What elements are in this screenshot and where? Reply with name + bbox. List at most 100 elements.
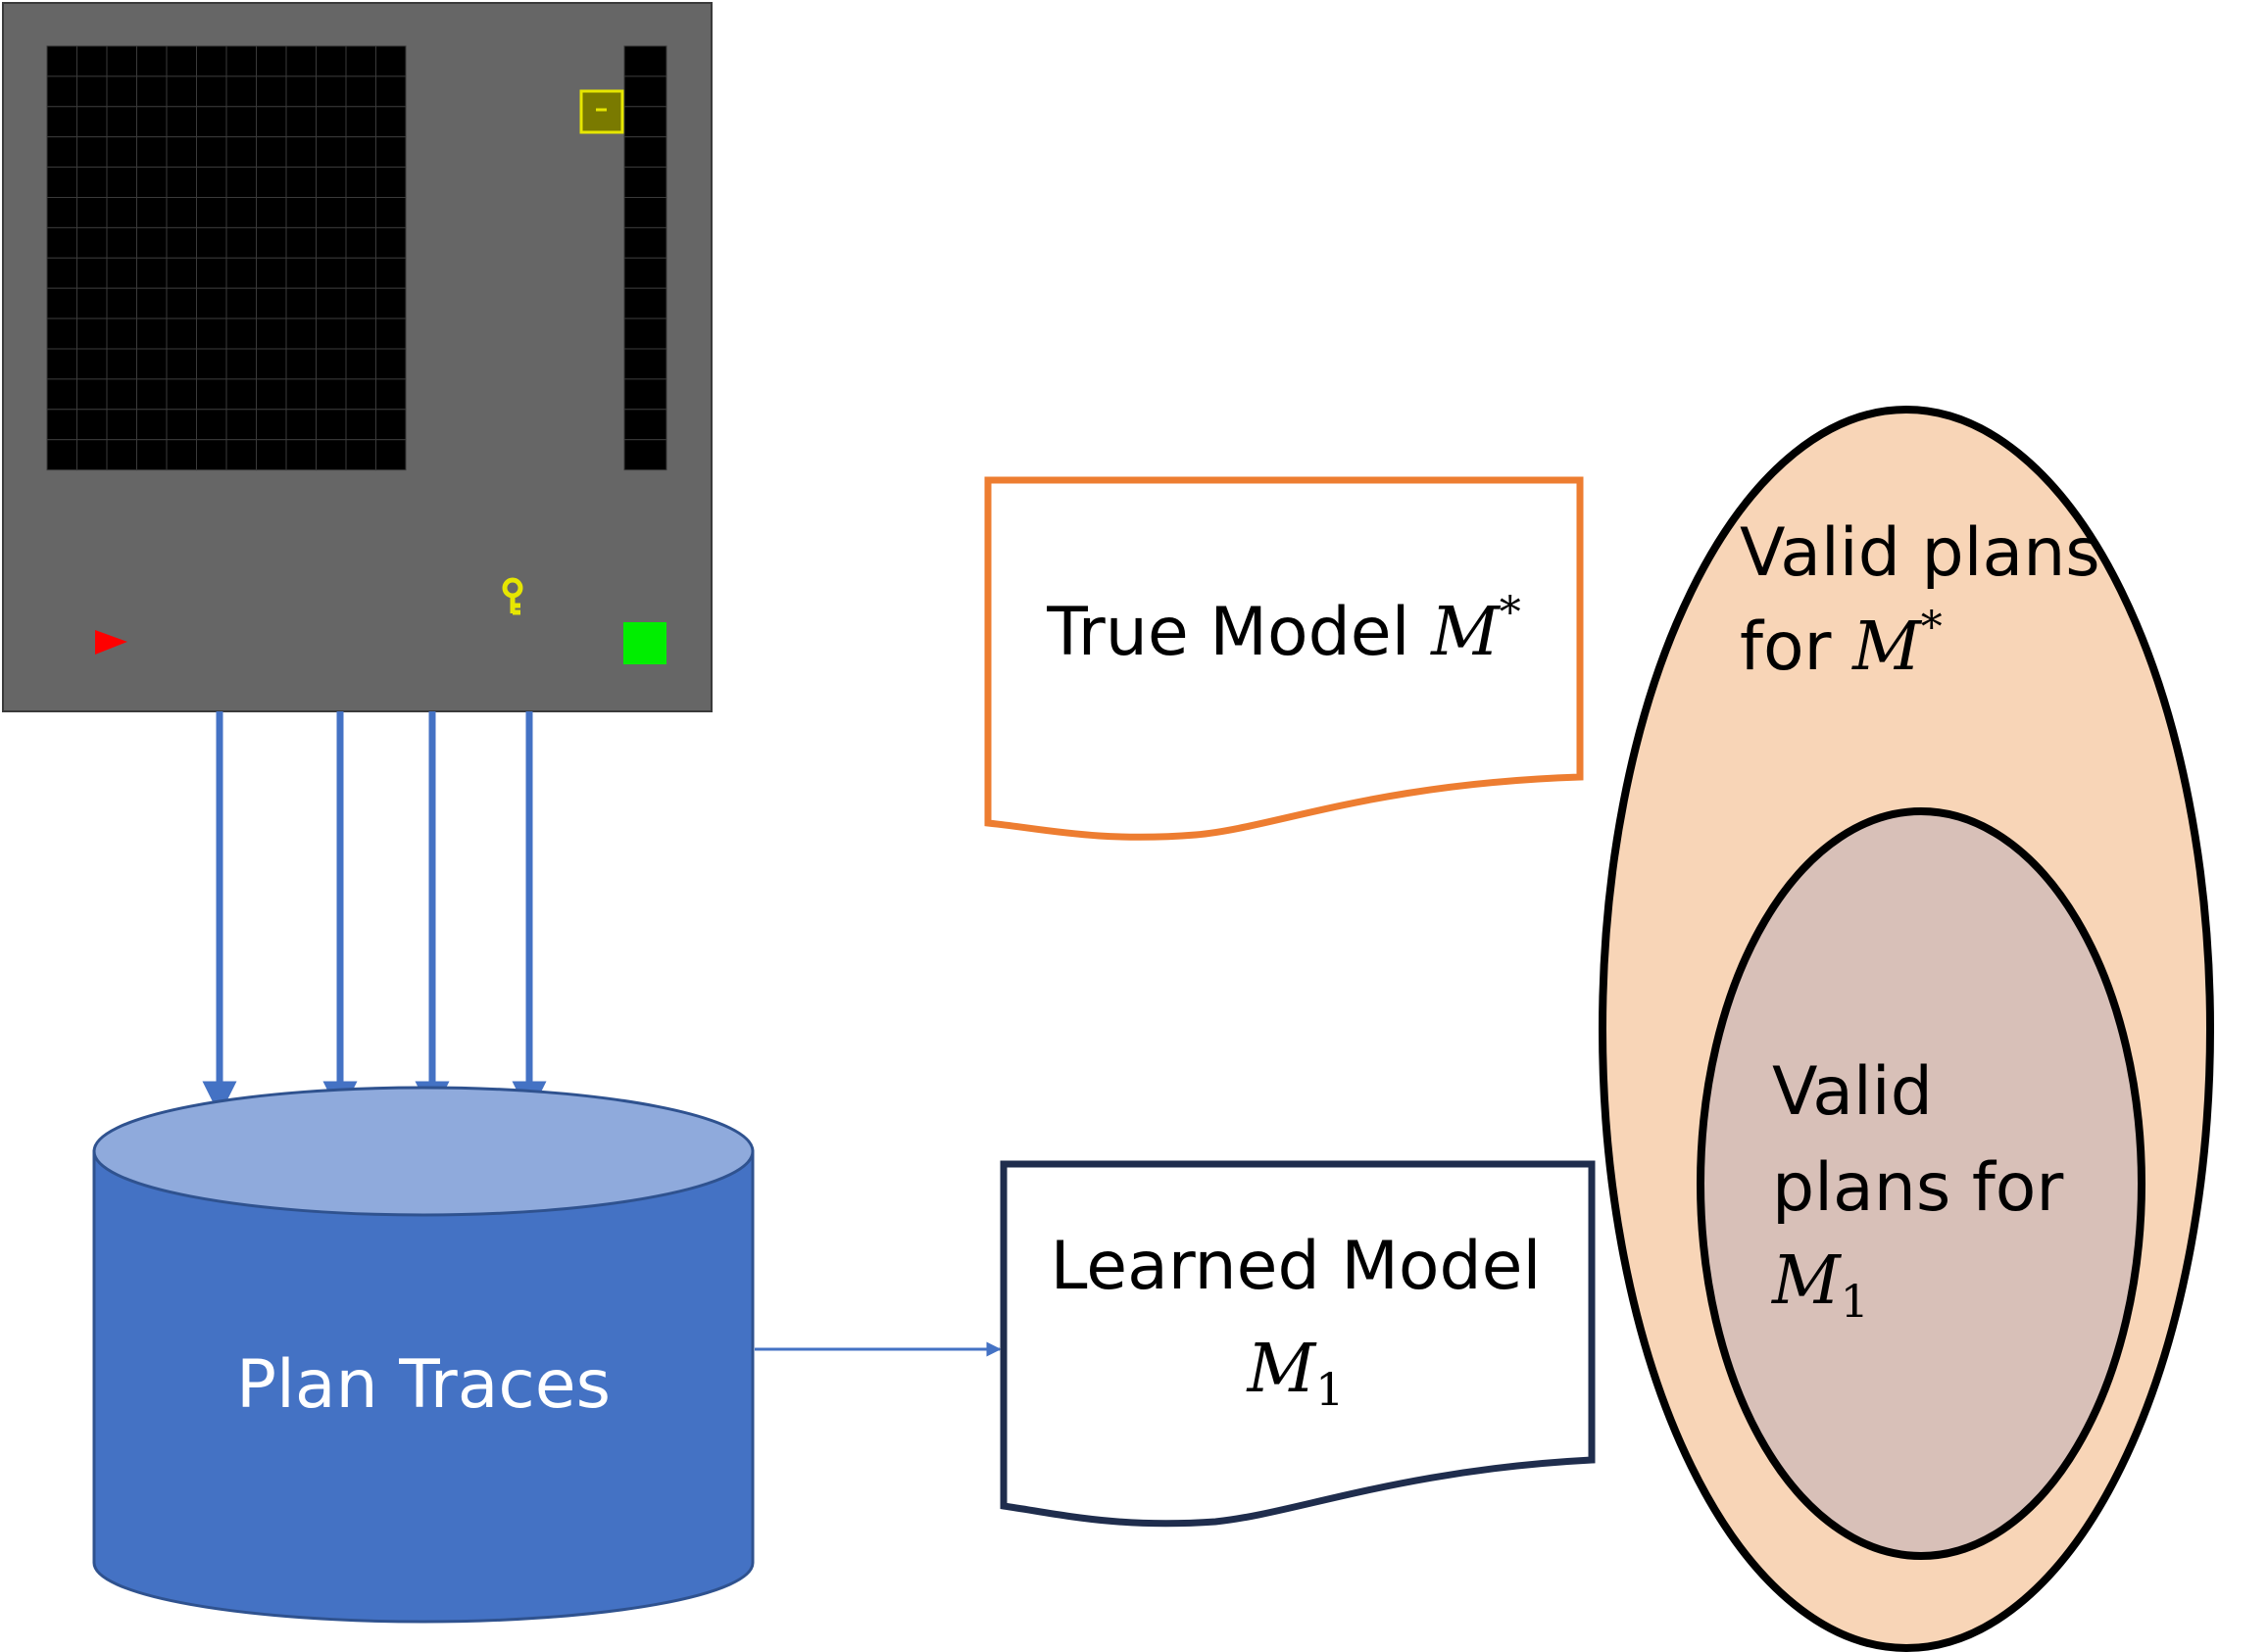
floor-cell — [196, 75, 227, 108]
floor-cell — [166, 439, 197, 471]
floor-cell — [196, 409, 227, 441]
inner-set-line2: plans for — [1772, 1149, 2063, 1227]
floor-cell — [46, 45, 77, 77]
floor-cell — [316, 409, 347, 441]
floor-cell — [285, 287, 317, 319]
floor-cell — [256, 45, 287, 77]
floor-cell — [166, 348, 197, 380]
floor-cell — [375, 348, 407, 380]
floor-cell — [136, 348, 168, 380]
inner-set-valid-plans-learned — [1697, 807, 2145, 1560]
database-label: Plan Traces — [236, 1346, 611, 1424]
floor-cell — [316, 197, 347, 228]
floor-cell — [316, 167, 347, 199]
floor-cell — [46, 439, 77, 471]
floor-cell — [345, 197, 376, 228]
floor-cell — [345, 136, 376, 169]
floor-cell — [196, 348, 227, 380]
floor-cell — [316, 226, 347, 259]
true-model-label: True Model M* — [1046, 588, 1520, 671]
floor-cell — [136, 439, 168, 471]
floor-cell — [76, 409, 108, 441]
floor-cell — [256, 287, 287, 319]
learned-model-line1: Learned Model — [1051, 1228, 1542, 1305]
floor-cell — [285, 378, 317, 411]
floor-cell — [106, 317, 137, 350]
floor-cell — [76, 226, 108, 259]
floor-cell — [106, 226, 137, 259]
floor-cell — [225, 378, 257, 411]
floor-cell — [316, 257, 347, 289]
floor-cell — [285, 348, 317, 380]
floor-cell — [375, 257, 407, 289]
floor-cell — [256, 75, 287, 108]
floor-cell — [375, 439, 407, 471]
floor-cell — [345, 287, 376, 319]
floor-cell — [196, 317, 227, 350]
floor-cell — [46, 317, 77, 350]
grid-world — [2, 2, 713, 712]
floor-cell — [375, 197, 407, 228]
corridor-cell — [623, 197, 667, 228]
floor-cell — [345, 409, 376, 441]
floor-cell — [345, 348, 376, 380]
floor-cell — [76, 317, 108, 350]
floor-cell — [285, 226, 317, 259]
floor-cell — [46, 378, 77, 411]
floor-cell — [106, 197, 137, 228]
corridor-cell — [623, 257, 667, 289]
floor-cell — [375, 226, 407, 259]
learned-model-document: Learned Model M1 — [1000, 1160, 1596, 1528]
floor-cell — [76, 257, 108, 289]
floor-cell — [285, 136, 317, 169]
inner-set-line1: Valid — [1772, 1053, 1933, 1131]
floor-cell — [375, 167, 407, 199]
floor-cell — [166, 75, 197, 108]
floor-cell — [256, 226, 287, 259]
floor-cell — [46, 167, 77, 199]
floor-cell — [225, 106, 257, 138]
floor-cell — [76, 45, 108, 77]
floor-cell — [345, 226, 376, 259]
floor-cell — [285, 439, 317, 471]
floor-cell — [316, 136, 347, 169]
plan-traces-database: Plan Traces — [92, 1086, 755, 1624]
true-model-document: True Model M* — [984, 476, 1584, 841]
floor-cell — [106, 45, 137, 77]
floor-cell — [345, 378, 376, 411]
floor-cell — [316, 439, 347, 471]
outer-set-line2: for M* — [1740, 603, 1943, 686]
database-body — [92, 1149, 755, 1624]
corridor-cell — [623, 409, 667, 441]
floor-cell — [256, 317, 287, 350]
grid-cells — [46, 45, 667, 471]
floor-cell — [136, 287, 168, 319]
floor-cell — [166, 317, 197, 350]
floor-cell — [345, 317, 376, 350]
floor-cell — [166, 226, 197, 259]
floor-cell — [345, 45, 376, 77]
floor-cell — [225, 287, 257, 319]
floor-cell — [166, 136, 197, 169]
corridor-cell — [623, 348, 667, 380]
key-icon — [502, 577, 523, 615]
floor-cell — [76, 348, 108, 380]
floor-cell — [136, 378, 168, 411]
floor-cell — [196, 167, 227, 199]
outer-set-line1: Valid plans — [1740, 514, 2100, 592]
inner-set-symbol: M1 — [1770, 1242, 1869, 1328]
corridor-cell — [623, 439, 667, 471]
floor-cell — [106, 167, 137, 199]
floor-cell — [136, 45, 168, 77]
red-triangle-agent — [95, 630, 127, 655]
floor-cell — [106, 378, 137, 411]
floor-cell — [316, 287, 347, 319]
floor-cell — [106, 287, 137, 319]
floor-cell — [106, 136, 137, 169]
goal-square — [623, 622, 666, 664]
floor-cell — [166, 197, 197, 228]
corridor-cell — [623, 106, 667, 138]
floor-cell — [225, 348, 257, 380]
floor-cell — [136, 197, 168, 228]
floor-cell — [375, 106, 407, 138]
